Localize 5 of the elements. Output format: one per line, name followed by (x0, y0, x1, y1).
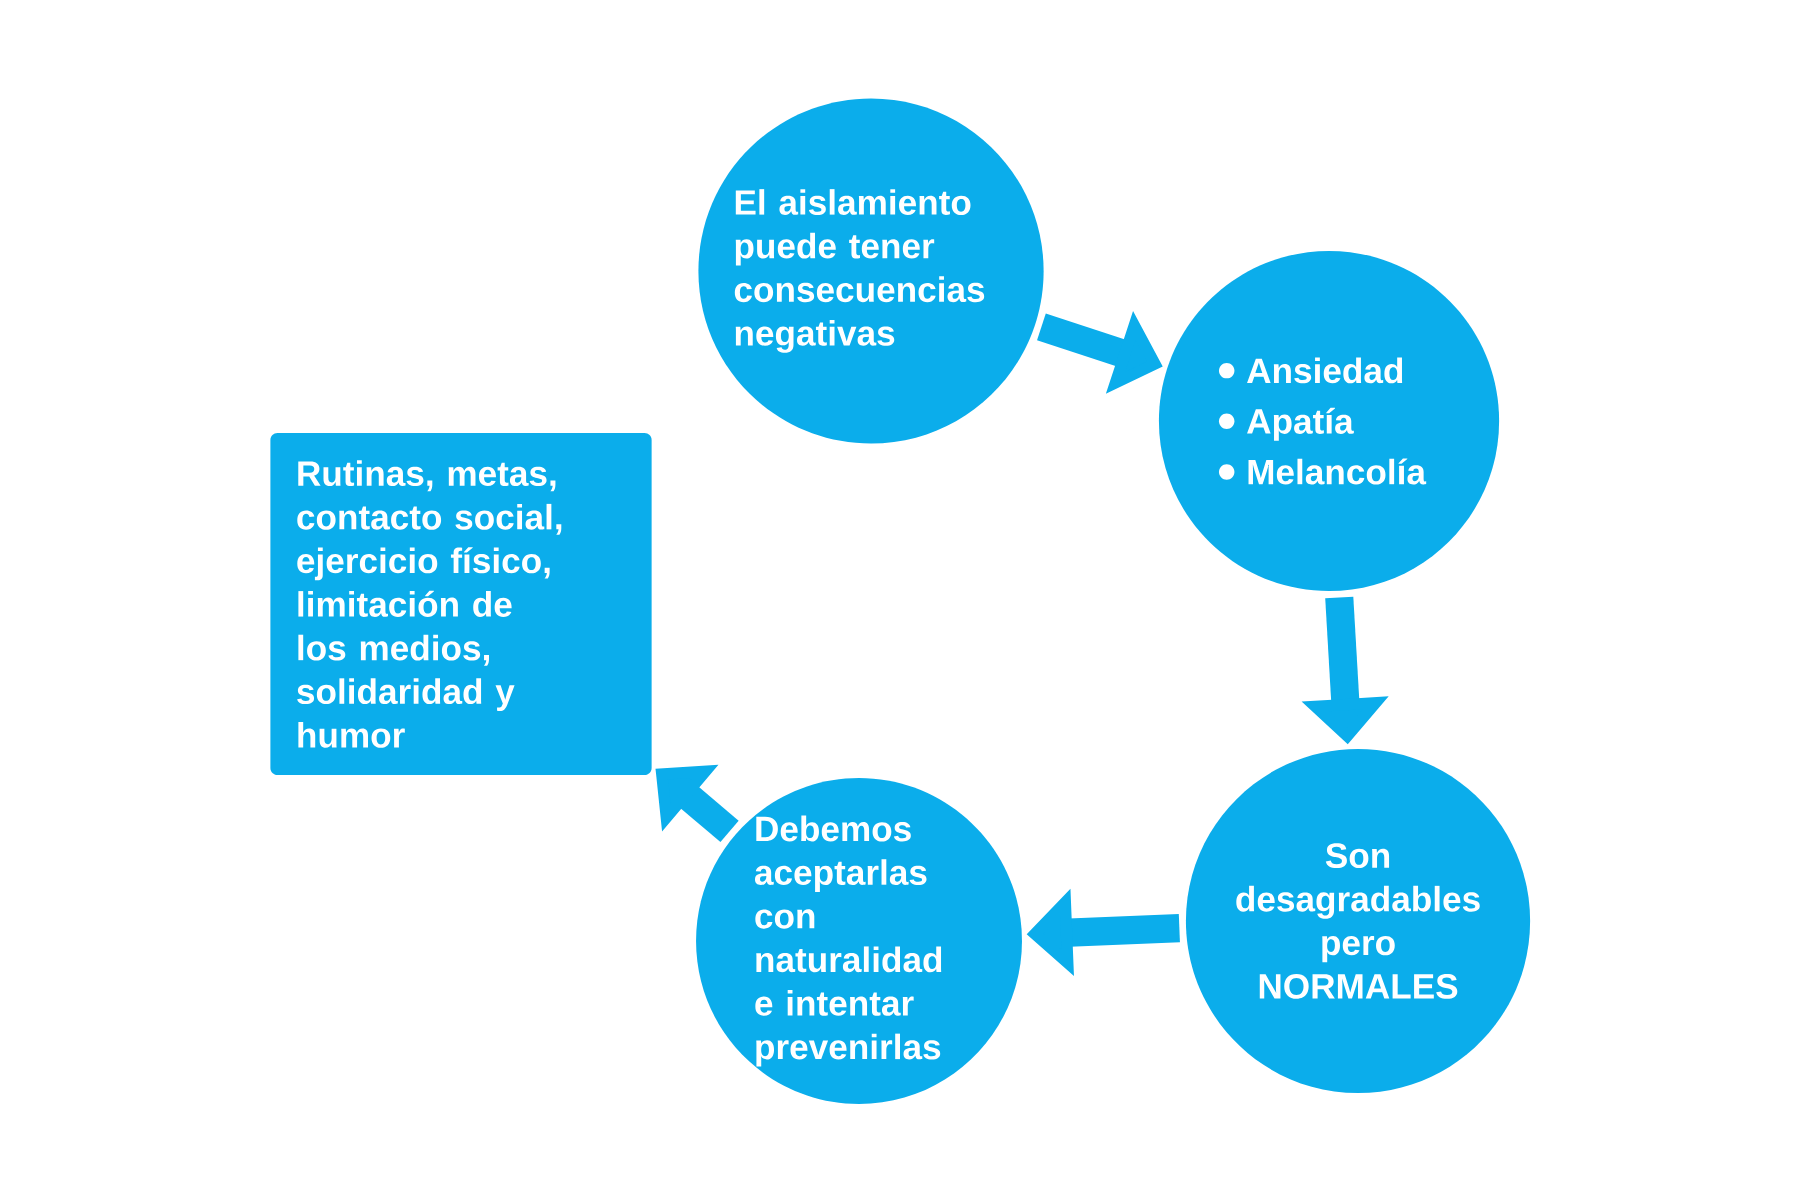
circle-node: Son desagradables pero NORMALES (1185, 748, 1531, 1094)
circle-node: Ansiedad Apatía Melancolía (1158, 250, 1500, 592)
circle-node: Debemos aceptarlas con naturalidad e intentar prevenirlas (696, 778, 1022, 1104)
circle-node: El aislamiento puede tener consecuencias negativas (698, 98, 1044, 444)
text-box: Rutinas, metas, contacto social, ejercicio físico, limitación de los medios, solidaridad y humor (270, 432, 652, 776)
